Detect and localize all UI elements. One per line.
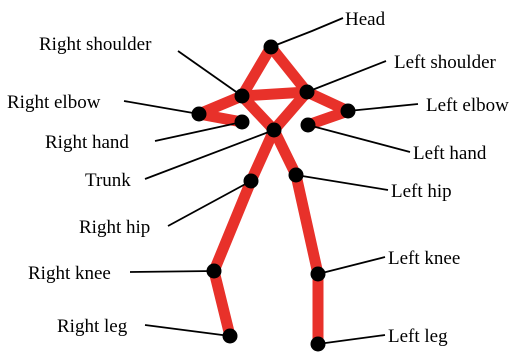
leader-right-shoulder [178, 51, 242, 96]
label-left-hip: Left hip [391, 181, 452, 202]
leader-right-elbow [124, 101, 199, 114]
leader-left-elbow [348, 104, 418, 111]
leader-left-shoulder [307, 61, 386, 92]
joint-trunk [267, 123, 282, 138]
leader-right-knee [130, 271, 214, 272]
label-right-shoulder: Right shoulder [39, 34, 152, 55]
label-right-elbow: Right elbow [7, 92, 101, 113]
leader-left-hip [296, 175, 388, 190]
joint-right-hand [235, 115, 250, 130]
joint-left-shoulder [300, 85, 315, 100]
joint-right-leg [223, 329, 238, 344]
skeleton-joints [192, 40, 356, 352]
leader-right-leg [145, 325, 230, 336]
bone-right-thigh [214, 181, 251, 271]
leader-left-hand [308, 125, 410, 152]
joint-right-shoulder [235, 89, 250, 104]
label-right-leg: Right leg [57, 316, 128, 337]
bone-right-shin [214, 271, 230, 336]
label-right-knee: Right knee [28, 263, 111, 284]
label-left-knee: Left knee [388, 248, 460, 269]
joint-right-elbow [192, 107, 207, 122]
skeleton-bones [199, 47, 348, 344]
joint-left-leg [311, 337, 326, 352]
joint-left-hand [301, 118, 316, 133]
leader-left-knee [318, 257, 385, 274]
joint-left-knee [311, 267, 326, 282]
label-trunk: Trunk [85, 170, 131, 191]
joint-left-hip [289, 168, 304, 183]
bone-trunk-left-hip [274, 130, 296, 175]
bone-left-thigh [296, 175, 318, 274]
leader-right-hand [155, 122, 242, 141]
label-head: Head [345, 9, 386, 30]
label-left-elbow: Left elbow [426, 95, 509, 116]
label-left-hand: Left hand [413, 143, 487, 164]
label-left-leg: Left leg [388, 326, 448, 347]
bone-neck-right [242, 47, 271, 96]
joint-head [264, 40, 279, 55]
leader-head [271, 18, 343, 47]
leader-lines [124, 18, 418, 344]
label-right-hand: Right hand [45, 132, 129, 153]
label-right-hip: Right hip [79, 217, 150, 238]
joint-right-hip [244, 174, 259, 189]
label-left-shoulder: Left shoulder [394, 52, 497, 73]
bone-neck-left [271, 47, 307, 92]
leader-left-leg [318, 335, 385, 344]
joint-right-knee [207, 264, 222, 279]
joint-left-elbow [341, 104, 356, 119]
